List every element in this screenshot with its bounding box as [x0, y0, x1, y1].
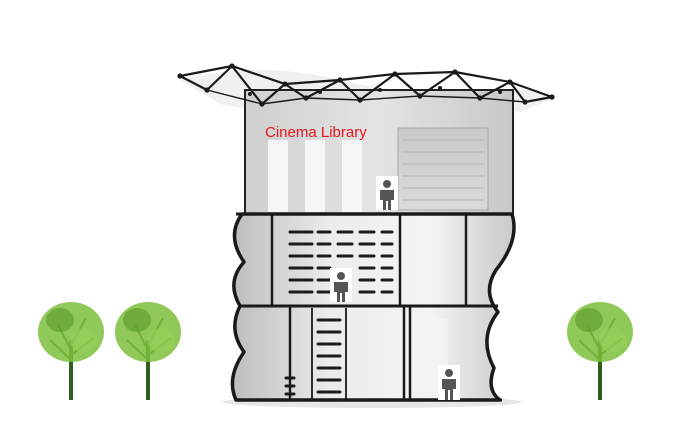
room-label-cinema-library: Cinema Library — [265, 124, 367, 141]
person-icon — [330, 268, 352, 302]
tree-icon — [115, 302, 181, 400]
person-icon — [438, 365, 460, 400]
roof-truss — [177, 63, 555, 107]
tree-icon — [567, 302, 633, 400]
tree-icon — [38, 302, 104, 400]
upper-volume — [244, 89, 514, 215]
person-icon — [376, 176, 398, 210]
lower-volume — [230, 212, 516, 402]
